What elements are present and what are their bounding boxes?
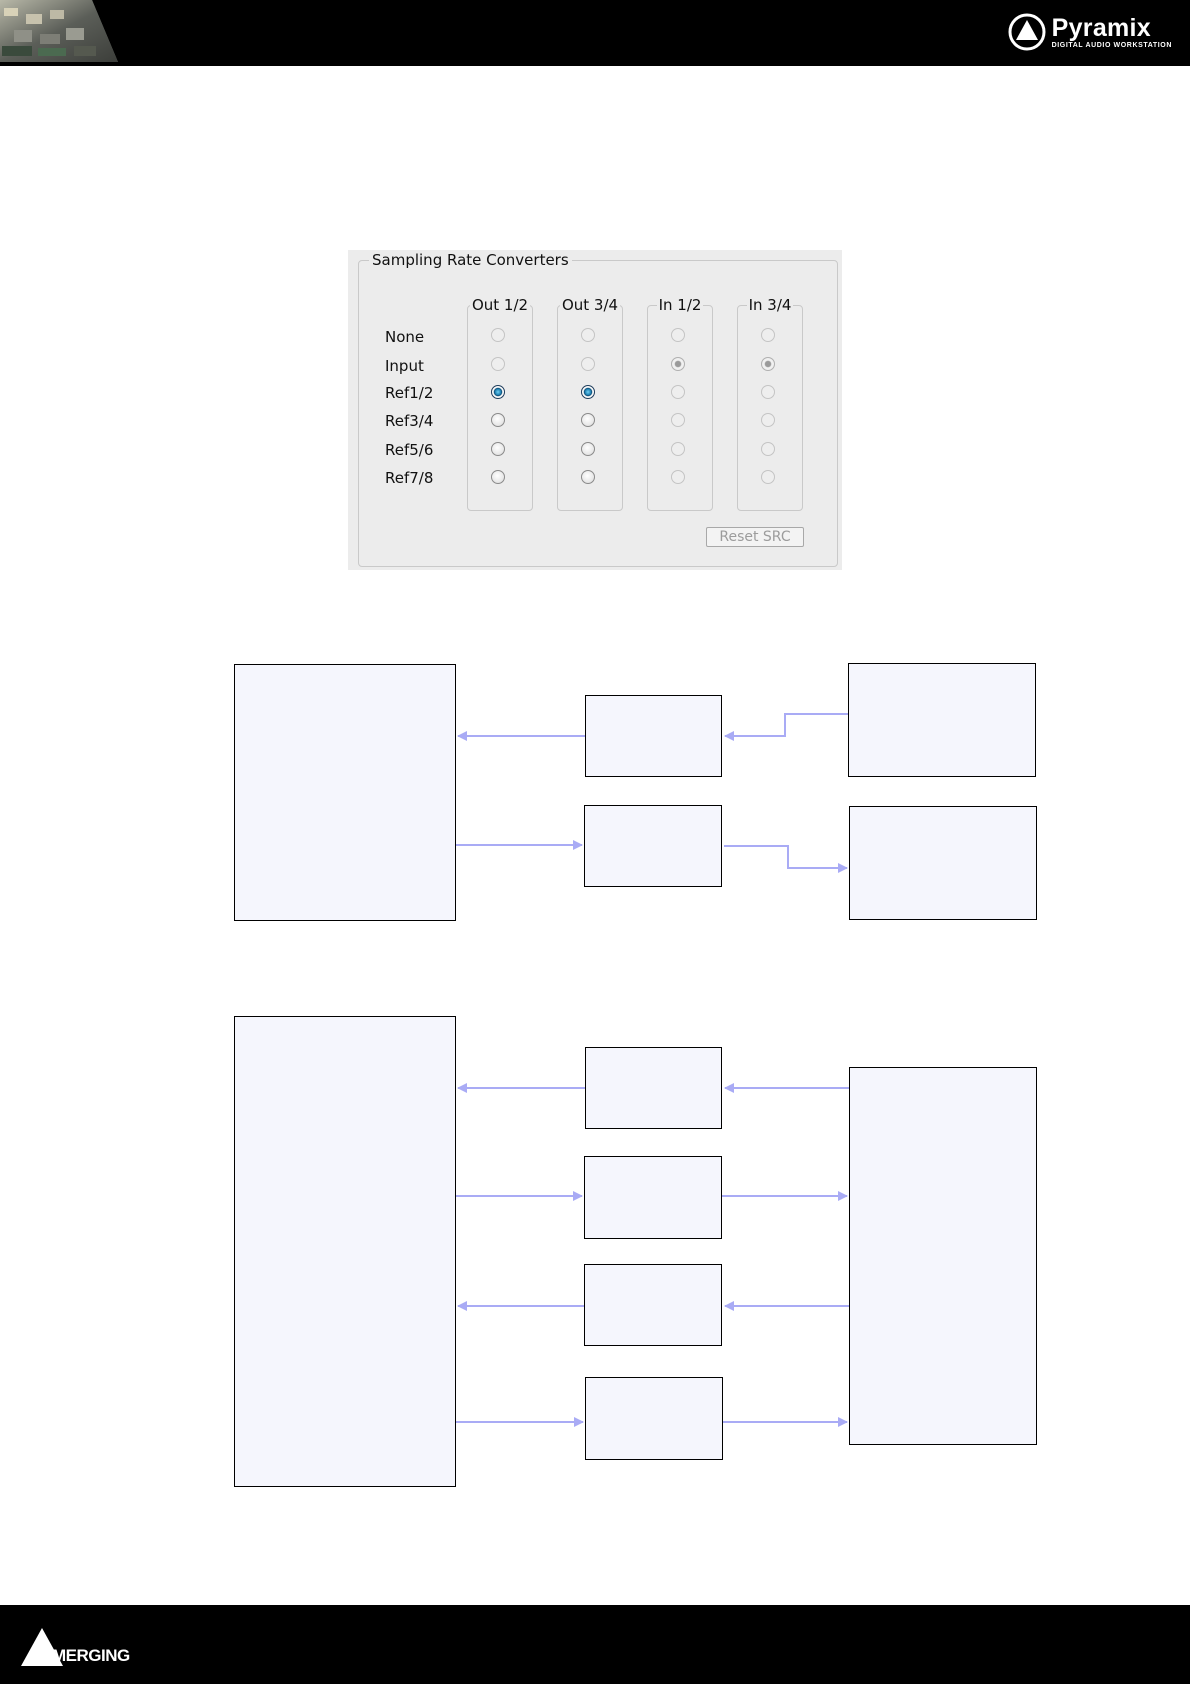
row-label: Ref7/8 — [385, 469, 434, 487]
radio-out12-ref12[interactable] — [491, 385, 505, 399]
pyramix-logo-icon — [1008, 13, 1046, 51]
arrow-d1-src-to-device — [724, 845, 848, 873]
radio-out34-ref34[interactable] — [581, 413, 595, 427]
diagram2-src-box-3 — [584, 1264, 722, 1346]
radio-in34-ref12[interactable] — [761, 385, 775, 399]
merging-logo: MERGING — [20, 1627, 130, 1667]
brand-name: Pyramix — [1051, 13, 1151, 42]
radio-out12-ref56[interactable] — [491, 442, 505, 456]
diagram1-device-box-lower — [849, 806, 1037, 920]
merging-logo-icon — [21, 1628, 63, 1666]
radio-in34-none[interactable] — [761, 328, 775, 342]
group-title: Sampling Rate Converters — [369, 252, 572, 269]
radio-in12-ref34[interactable] — [671, 413, 685, 427]
pyramix-logo: Pyramix DIGITAL AUDIO WORKSTATION — [1008, 10, 1172, 54]
radio-in34-ref56[interactable] — [761, 442, 775, 456]
console-photo — [0, 0, 118, 62]
arrow-d1-device-to-src — [724, 713, 848, 741]
row-label: Input — [385, 357, 424, 375]
column-title: Out 3/4 — [559, 296, 621, 314]
radio-out34-ref12[interactable] — [581, 385, 595, 399]
header-bar: Pyramix DIGITAL AUDIO WORKSTATION — [0, 0, 1190, 66]
column-out-3-4: Out 3/4 — [557, 296, 623, 511]
diagram2-src-box-2 — [584, 1156, 722, 1239]
radio-out12-input[interactable] — [491, 357, 505, 371]
diagram2-src-box-1 — [585, 1047, 722, 1129]
radio-out12-ref34[interactable] — [491, 413, 505, 427]
radio-in34-input[interactable] — [761, 357, 775, 371]
reset-src-button[interactable]: Reset SRC — [706, 527, 804, 547]
radio-in12-ref78[interactable] — [671, 470, 685, 484]
row-label: Ref3/4 — [385, 412, 434, 430]
row-label: Ref5/6 — [385, 441, 434, 459]
merging-brand-name: MERGING — [52, 1646, 130, 1665]
src-group: Sampling Rate Converters Out 1/2 Out 3/4… — [358, 252, 838, 567]
diagram1-src-box-lower — [584, 805, 722, 887]
radio-in12-ref12[interactable] — [671, 385, 685, 399]
column-title: In 3/4 — [746, 296, 794, 314]
row-label: Ref1/2 — [385, 384, 434, 402]
src-dialog: Sampling Rate Converters Out 1/2 Out 3/4… — [348, 250, 842, 570]
radio-in34-ref34[interactable] — [761, 413, 775, 427]
diagram1-src-box-upper — [585, 695, 722, 777]
column-out-1-2: Out 1/2 — [467, 296, 533, 511]
radio-in34-ref78[interactable] — [761, 470, 775, 484]
column-title: Out 1/2 — [469, 296, 531, 314]
diagram2-src-box-4 — [585, 1377, 723, 1460]
radio-out34-input[interactable] — [581, 357, 595, 371]
row-label: None — [385, 328, 425, 346]
column-in-3-4: In 3/4 — [737, 296, 803, 511]
radio-out34-none[interactable] — [581, 328, 595, 342]
radio-out34-ref56[interactable] — [581, 442, 595, 456]
radio-in12-ref56[interactable] — [671, 442, 685, 456]
radio-in12-none[interactable] — [671, 328, 685, 342]
footer-bar: MERGING — [0, 1605, 1190, 1684]
radio-out12-ref78[interactable] — [491, 470, 505, 484]
diagram2-main-box — [234, 1016, 456, 1487]
radio-out34-ref78[interactable] — [581, 470, 595, 484]
radio-in12-input[interactable] — [671, 357, 685, 371]
diagram1-main-box — [234, 664, 456, 921]
diagram2-device-box — [849, 1067, 1037, 1445]
brand-tagline: DIGITAL AUDIO WORKSTATION — [1051, 41, 1172, 49]
column-title: In 1/2 — [656, 296, 704, 314]
diagram1-device-box-upper — [848, 663, 1036, 777]
column-in-1-2: In 1/2 — [647, 296, 713, 511]
radio-out12-none[interactable] — [491, 328, 505, 342]
